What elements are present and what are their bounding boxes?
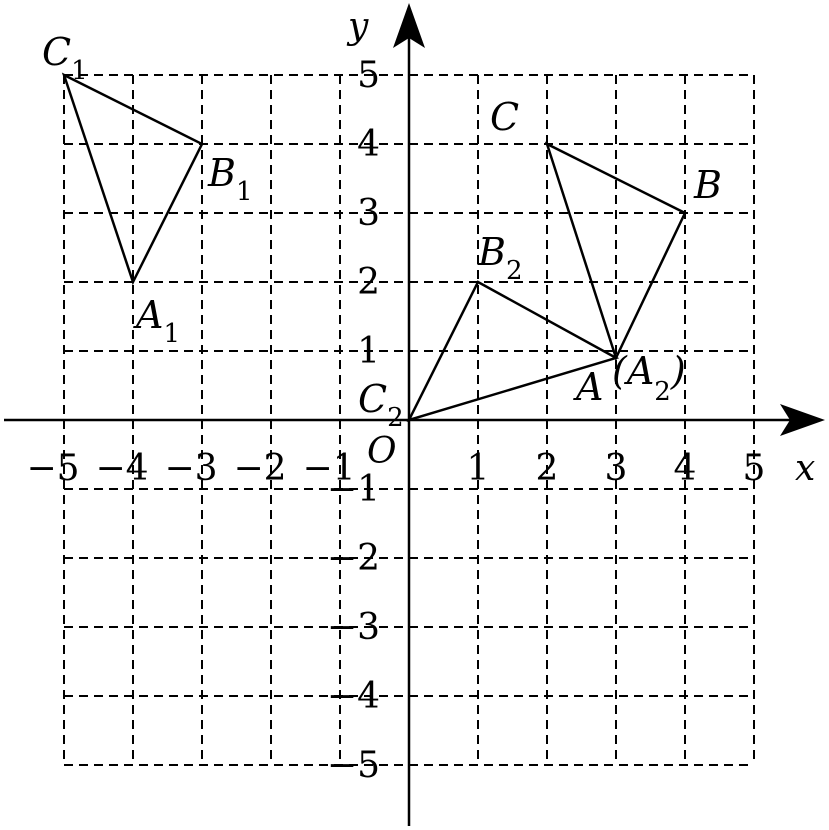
y-tick-label: 2 (357, 262, 380, 303)
y-tick-label: 5 (357, 55, 380, 96)
x-tick-label: −4 (95, 448, 148, 489)
x-tick-label: 4 (674, 448, 697, 489)
x-tick-label: −5 (26, 448, 79, 489)
label-a: A (573, 365, 603, 409)
label-c2: C2 (358, 377, 404, 433)
x-tick-label: 3 (605, 448, 628, 489)
y-tick-label: 4 (357, 124, 380, 165)
y-axis-arrow (393, 3, 425, 48)
y-tick-label: 1 (357, 331, 380, 372)
y-axis-label: y (346, 6, 369, 47)
label-a2: (A2) (612, 349, 686, 407)
y-tick-label: −1 (327, 469, 380, 510)
triangle-a2b2c2 (406, 280, 620, 423)
y-tick-label: −4 (327, 676, 380, 717)
label-b: B (693, 163, 722, 207)
label-c1: C1 (42, 30, 88, 86)
label-b1: B1 (207, 151, 252, 207)
axes: x y O (4, 3, 825, 826)
x-tick-label: −2 (233, 448, 286, 489)
label-c: C (490, 95, 519, 139)
label-b2: B2 (477, 230, 522, 286)
y-tick-label: −3 (327, 607, 380, 648)
x-tick-label: 1 (467, 448, 490, 489)
origin-label: O (367, 431, 397, 472)
x-tick-label: 5 (743, 448, 766, 489)
y-tick-label: 3 (357, 193, 380, 234)
point-labels: C B A (A2) C1 B1 A1 B2 C2 (42, 30, 722, 433)
triangle-abc (544, 141, 687, 362)
x-tick-label: −3 (164, 448, 217, 489)
x-tick-label: 2 (536, 448, 559, 489)
triangles (61, 72, 687, 423)
x-axis-arrow (780, 404, 825, 436)
y-tick-label: −5 (327, 745, 380, 786)
x-axis-label: x (795, 448, 815, 489)
triangle-a1b1c1 (61, 72, 204, 286)
x-tick-label: −1 (302, 448, 355, 489)
tick-labels: −5 −4 −3 −2 −1 1 2 3 4 5 5 4 3 2 1 −1 −2 −3 −4 −5 (26, 55, 765, 786)
label-a1: A1 (133, 293, 180, 349)
y-tick-label: −2 (327, 538, 380, 579)
